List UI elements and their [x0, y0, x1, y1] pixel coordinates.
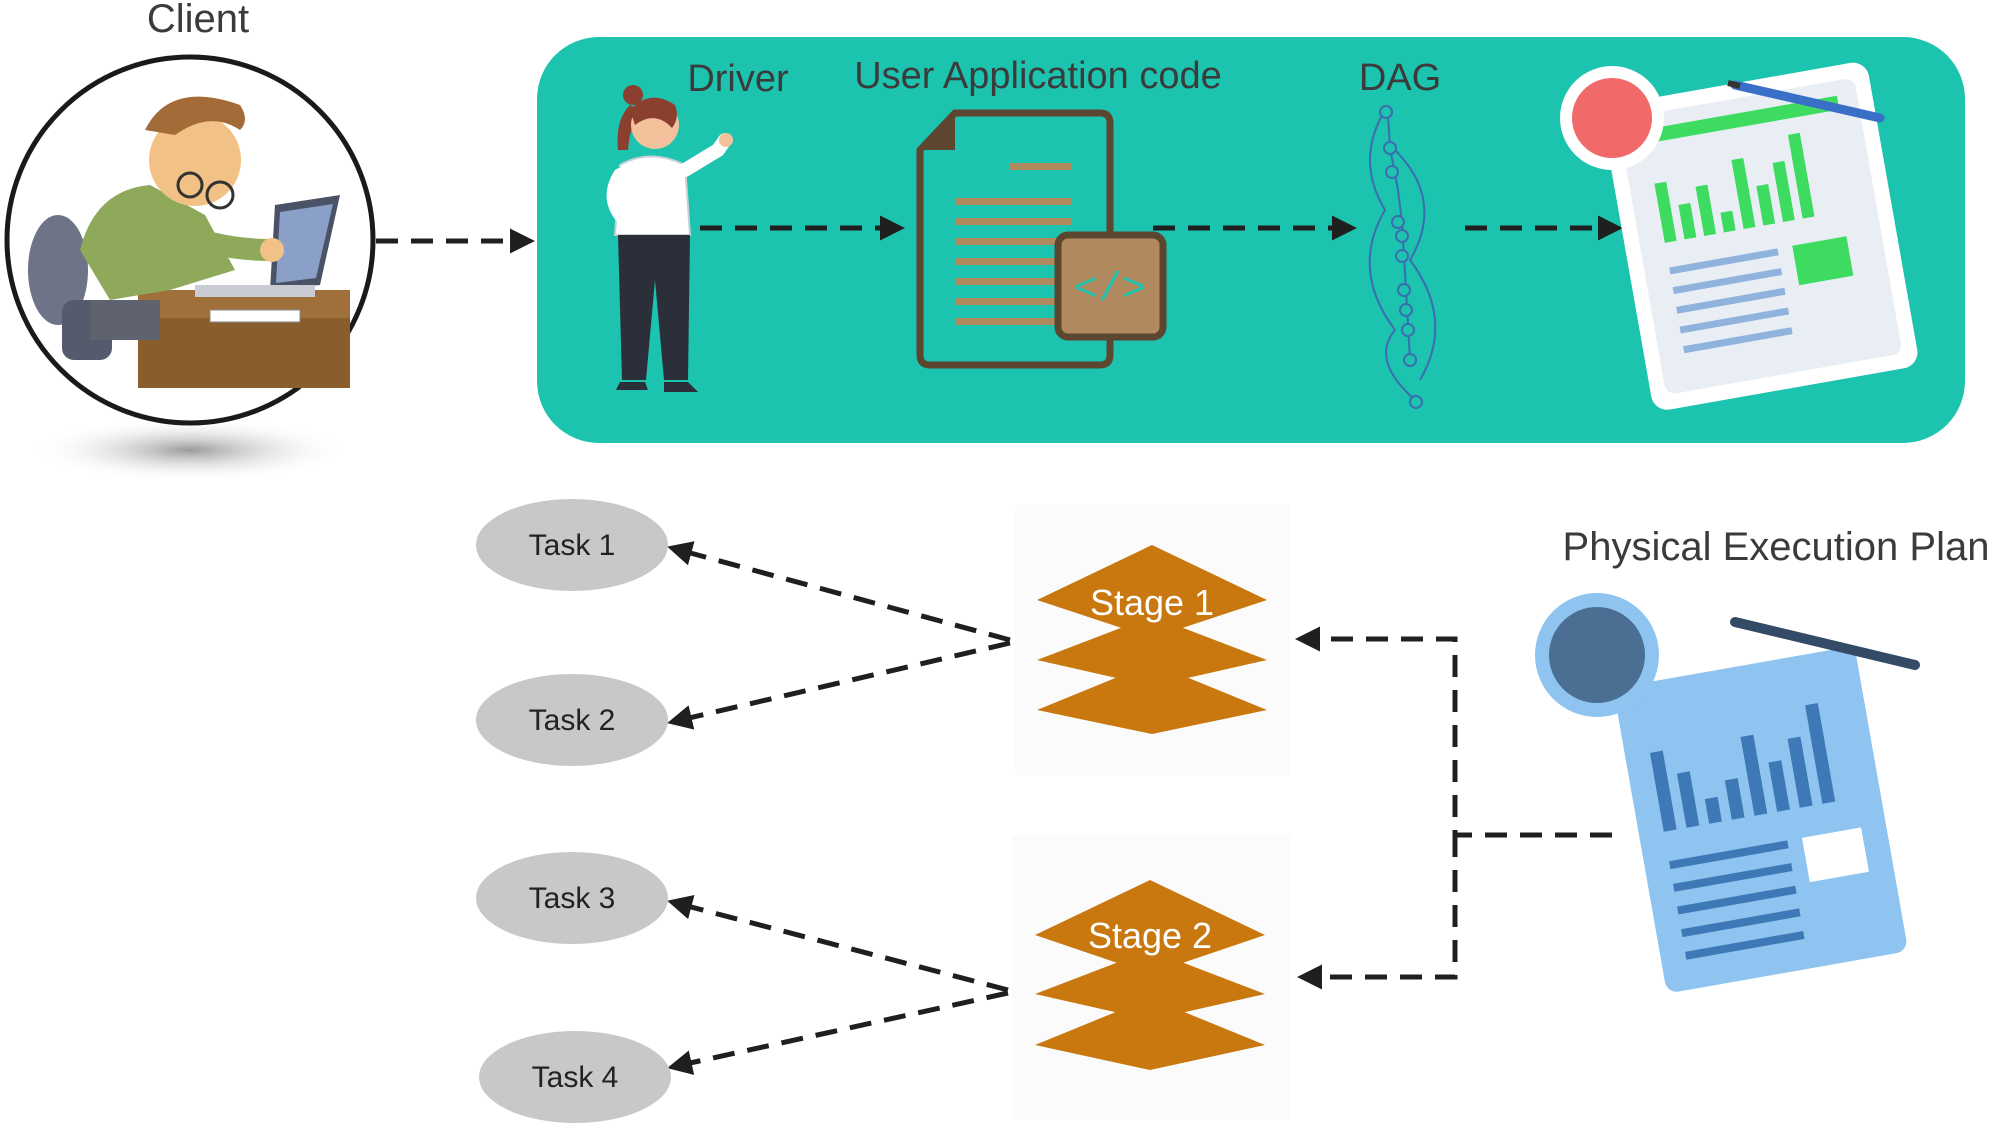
task-3: Task 3	[476, 852, 668, 944]
svg-text:</>: </>	[1074, 268, 1146, 313]
arrow-stage2-to-task3	[667, 894, 1009, 993]
logical-plan-icon	[1560, 62, 1918, 410]
task-1: Task 1	[476, 499, 668, 591]
dag-graph-icon	[1368, 105, 1437, 409]
task-3-label: Task 3	[529, 882, 616, 915]
stage-2-label: Stage 2	[1088, 915, 1212, 956]
driver-label: Driver	[687, 58, 789, 100]
arrow-stage2-to-task4	[667, 990, 1009, 1075]
user-code-label: User Application code	[854, 55, 1222, 97]
client-shadow	[30, 418, 350, 482]
stage-1: Stage 1	[1015, 505, 1290, 775]
arrow-stage1-to-task1	[667, 541, 1011, 643]
task-4: Task 4	[479, 1031, 671, 1123]
stage-2: Stage 2	[1012, 835, 1290, 1120]
task-2-label: Task 2	[529, 704, 616, 737]
arrow-stage1-to-task2	[667, 640, 1011, 730]
arrow-plan-to-stage2	[1297, 835, 1458, 990]
stage-1-label: Stage 1	[1090, 582, 1214, 623]
physical-plan-icon	[1535, 593, 1923, 1009]
physical-plan-label: Physical Execution Plan	[1563, 525, 1990, 569]
client-label: Client	[147, 0, 249, 41]
client-icon	[4, 54, 376, 426]
arrow-plan-to-stage1	[1295, 626, 1612, 838]
task-4-label: Task 4	[532, 1061, 619, 1094]
task-2: Task 2	[476, 674, 668, 766]
dag-label: DAG	[1359, 57, 1441, 99]
task-1-label: Task 1	[529, 529, 616, 562]
code-document-icon: </>	[916, 109, 1167, 369]
driver-person-icon	[606, 85, 733, 392]
